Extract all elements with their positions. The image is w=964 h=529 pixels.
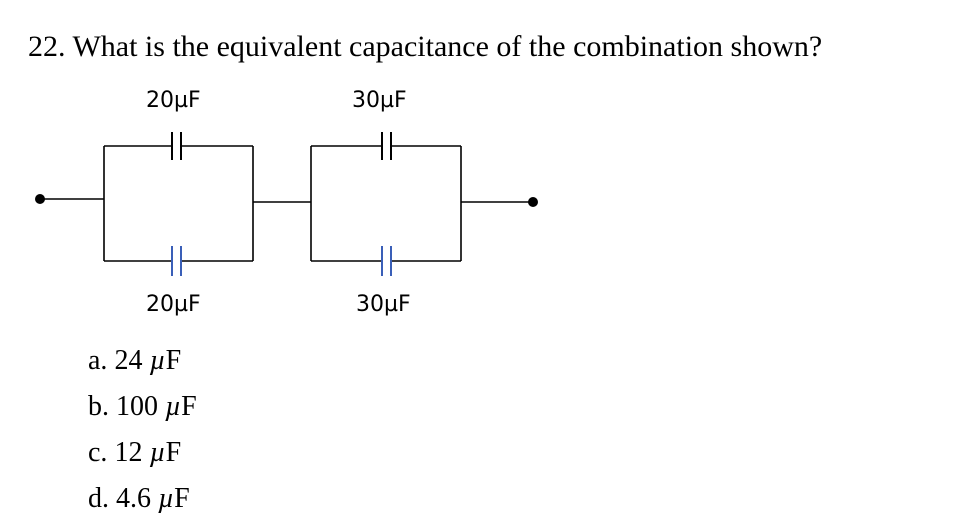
choice-unit: F — [181, 391, 197, 422]
choice-value: 100 — [116, 391, 158, 422]
choice-unit-mu: µ — [158, 483, 175, 514]
capacitor-label-top-left: 20µF — [146, 88, 201, 113]
choice-unit-mu: µ — [165, 391, 182, 422]
choice-letter: b. — [88, 391, 109, 422]
capacitor-label-bottom-right: 30µF — [356, 292, 411, 317]
choice-letter: c. — [88, 437, 108, 468]
choice-d[interactable]: d. 4.6 µF — [88, 476, 197, 522]
choice-b[interactable]: b. 100 µF — [88, 384, 197, 430]
choice-value: 24 — [114, 345, 143, 376]
choice-unit-mu: µ — [149, 345, 166, 376]
answer-choices: a. 24 µF b. 100 µF c. 12 µF d. 4.6 µF — [88, 338, 197, 522]
choice-value: 4.6 — [116, 483, 151, 514]
choice-letter: d. — [88, 483, 109, 514]
right-terminal-dot — [528, 197, 538, 207]
capacitor-label-top-right: 30µF — [352, 88, 407, 113]
question-text: What is the equivalent capacitance of th… — [72, 30, 823, 63]
choice-unit: F — [165, 345, 182, 376]
choice-unit: F — [174, 483, 190, 514]
choice-unit: F — [165, 437, 182, 468]
choice-a[interactable]: a. 24 µF — [88, 338, 197, 384]
question-number: 22. — [28, 30, 66, 63]
question: 22. What is the equivalent capacitance o… — [28, 30, 822, 64]
choice-letter: a. — [88, 345, 108, 376]
choice-unit-mu: µ — [149, 437, 166, 468]
choice-c[interactable]: c. 12 µF — [88, 430, 197, 476]
left-terminal-dot — [35, 194, 45, 204]
capacitor-label-bottom-left: 20µF — [146, 292, 201, 317]
choice-value: 12 — [114, 437, 143, 468]
